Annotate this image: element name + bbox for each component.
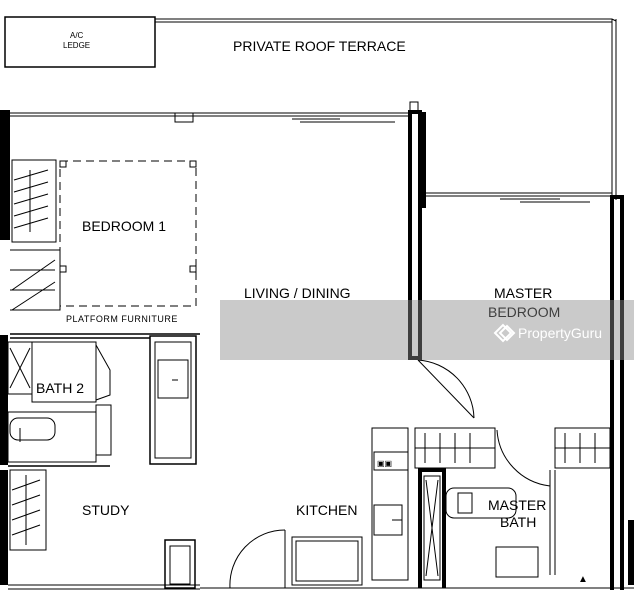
- propertyguru-logo-icon: [493, 323, 516, 343]
- master-bedroom-label-line2: BEDROOM: [488, 304, 560, 320]
- ac-ledge-label-line2: LEDGE: [63, 41, 90, 50]
- island: [149, 335, 197, 465]
- master-bath: ▲ MASTER BATH: [418, 468, 588, 588]
- svg-text:▣▣: ▣▣: [377, 459, 392, 468]
- roof-terrace-label: PRIVATE ROOF TERRACE: [233, 38, 406, 54]
- watermark: PropertyGuru: [220, 300, 634, 360]
- terrace-sliding-doors: [174, 101, 600, 203]
- ac-ledge-label-line1: A/C: [70, 31, 84, 40]
- bath2: BATH 2: [7, 341, 112, 463]
- bath2-label: BATH 2: [36, 380, 84, 396]
- kitchen: ▣▣ KITCHEN: [200, 427, 634, 589]
- ac-ledge: A/C LEDGE: [4, 16, 156, 68]
- living-dining-label: LIVING / DINING: [244, 285, 351, 301]
- living-dining: LIVING / DINING: [244, 285, 475, 419]
- walls: [0, 110, 634, 590]
- roof-terrace-outline: PRIVATE ROOF TERRACE: [10, 18, 617, 200]
- master-bedroom: MASTER BEDROOM: [414, 285, 611, 487]
- study-label: STUDY: [82, 502, 130, 518]
- kitchen-label: KITCHEN: [296, 502, 357, 518]
- master-bath-label-line2: BATH: [500, 514, 536, 530]
- svg-text:▲: ▲: [578, 574, 588, 585]
- study: STUDY: [8, 465, 200, 590]
- bedroom1: BEDROOM 1 PLATFORM FURNITURE: [10, 159, 197, 324]
- watermark-text: PropertyGuru: [518, 325, 602, 341]
- master-bath-label-line1: MASTER: [488, 497, 546, 513]
- bedroom1-label: BEDROOM 1: [82, 218, 166, 234]
- master-bedroom-label-line1: MASTER: [494, 285, 552, 301]
- platform-furniture-label: PLATFORM FURNITURE: [66, 314, 178, 324]
